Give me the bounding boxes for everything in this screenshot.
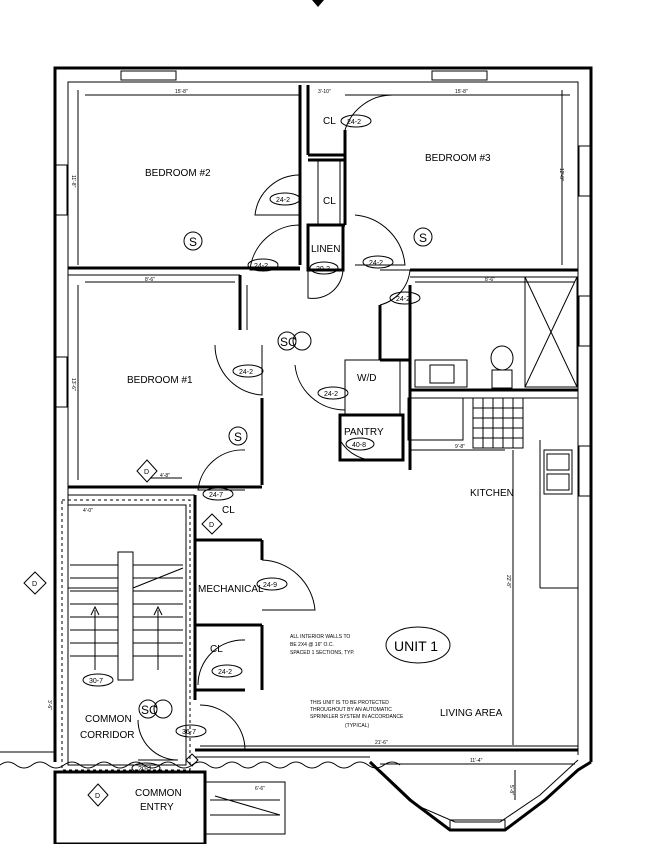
living-note: THIS UNIT IS TO BE PROTECTED THROUGHOUT … [310, 700, 404, 729]
dim-label: 21'-6" [375, 740, 388, 746]
kitchen-label: KITCHEN [470, 488, 514, 499]
door-tag: 24-2 [324, 391, 338, 398]
dim-label: 5'-8" [508, 785, 514, 795]
door-tag: 24-2 [239, 369, 253, 376]
door-tag: 30-7 [89, 678, 103, 685]
detail-marker-icon: D [144, 469, 149, 476]
door-tag: 24-9 [263, 582, 277, 589]
wd-label: W/D [357, 373, 376, 384]
dim-label: 6'-6" [255, 786, 265, 792]
smoke-detector-icon: S [189, 235, 197, 249]
common-entry-label-1: COMMON [135, 788, 182, 799]
pantry-label: PANTRY [344, 427, 384, 438]
note-line: SPRINKLER SYSTEM IN ACCORDANCE [310, 714, 404, 720]
note-line: SPACED 1 SECTIONS, TYP. [290, 650, 354, 656]
common-entry-label-2: ENTRY [140, 802, 174, 813]
cl-mid-label: CL [323, 196, 336, 207]
dim-label: 11'-8" [70, 175, 76, 188]
cl-lower-label: CL [210, 644, 223, 655]
common-corridor-label-1: COMMON [85, 714, 132, 725]
smoke-co-detector-icon: SC [280, 335, 297, 349]
door-tag: 40-8 [352, 442, 366, 449]
stair-core [61, 499, 191, 771]
dim-label: 4'-0" [83, 508, 93, 514]
door-tag: 36-7 [182, 729, 196, 736]
dim-label: 15'-8" [455, 89, 468, 95]
door-tag: 20-2 [316, 266, 330, 273]
dim-label: 15'-8" [175, 89, 188, 95]
cl-top-label: CL [323, 116, 336, 127]
smoke-co-detector-icon: SC [141, 703, 158, 717]
unit-label-oval [385, 626, 451, 664]
dim-label: 9'-8" [455, 444, 465, 450]
door-tag: 24-2 [347, 119, 361, 126]
dim-label: 4'-8" [160, 473, 170, 479]
north-arrow-icon [312, 0, 324, 7]
detail-marker-icon: D [32, 581, 37, 588]
dim-label: 8'-6" [145, 277, 155, 283]
dim-label: 8'-6" [485, 277, 495, 283]
smoke-detector-icon: S [234, 430, 242, 444]
dim-label: 12'-8" [558, 168, 564, 181]
exterior-walls [53, 66, 593, 762]
door-tag: 24-7 [209, 492, 223, 499]
unit-label: UNIT 1 [394, 638, 438, 654]
unit-note: ALL INTERIOR WALLS TO BE 2X4 @ 16" O.C. … [290, 634, 354, 656]
door-tag: 24-2 [396, 296, 410, 303]
dim-label: 11'-4" [470, 758, 483, 764]
dim-label: 3'-10" [318, 89, 331, 95]
detail-marker-icon: D [209, 522, 214, 529]
door-tag: 24-2 [218, 669, 232, 676]
dim-label: 22'-8" [505, 575, 511, 588]
door-tag: 24-2 [254, 263, 268, 270]
note-line: (TYPICAL) [345, 723, 370, 729]
common-corridor-label-2: CORRIDOR [80, 730, 134, 741]
entry-and-bay [0, 500, 592, 844]
dim-label: 3'-6" [46, 700, 52, 710]
interior-walls [68, 85, 578, 758]
mechanical-label: MECHANICAL [198, 584, 264, 595]
door-tag: 20-1 [138, 766, 152, 773]
detail-marker-icon: D [95, 793, 100, 800]
bedroom2-label: BEDROOM #2 [145, 168, 211, 179]
note-line: ALL INTERIOR WALLS TO [290, 634, 350, 640]
detail-markers: D D D D [23, 459, 223, 807]
dimensions: 15'-8" 15'-8" 3'-10" 11'-8" 12'-8" 8'-6"… [46, 89, 578, 795]
door-tag: 24-2 [276, 197, 290, 204]
linen-label: LINEN [311, 244, 340, 255]
door-tags: 24-2 24-2 24-2 20-2 24-2 24-2 24-2 24-2 … [82, 114, 421, 774]
door-tag: 24-2 [369, 260, 383, 267]
note-line: BE 2X4 @ 16" O.C. [290, 642, 334, 648]
bedroom1-label: BEDROOM #1 [127, 375, 193, 386]
note-line: THIS UNIT IS TO BE PROTECTED [310, 700, 389, 706]
note-line: THROUGHOUT BY AN AUTOMATIC [310, 707, 392, 713]
dim-label: 13'-6" [70, 378, 76, 391]
smoke-detector-icon: S [419, 231, 427, 245]
bedroom3-label: BEDROOM #3 [425, 153, 491, 164]
living-area-label: LIVING AREA [440, 708, 503, 719]
cl-stair-label: CL [222, 505, 235, 516]
smoke-detector-symbols: S S S SC SC [138, 227, 433, 719]
